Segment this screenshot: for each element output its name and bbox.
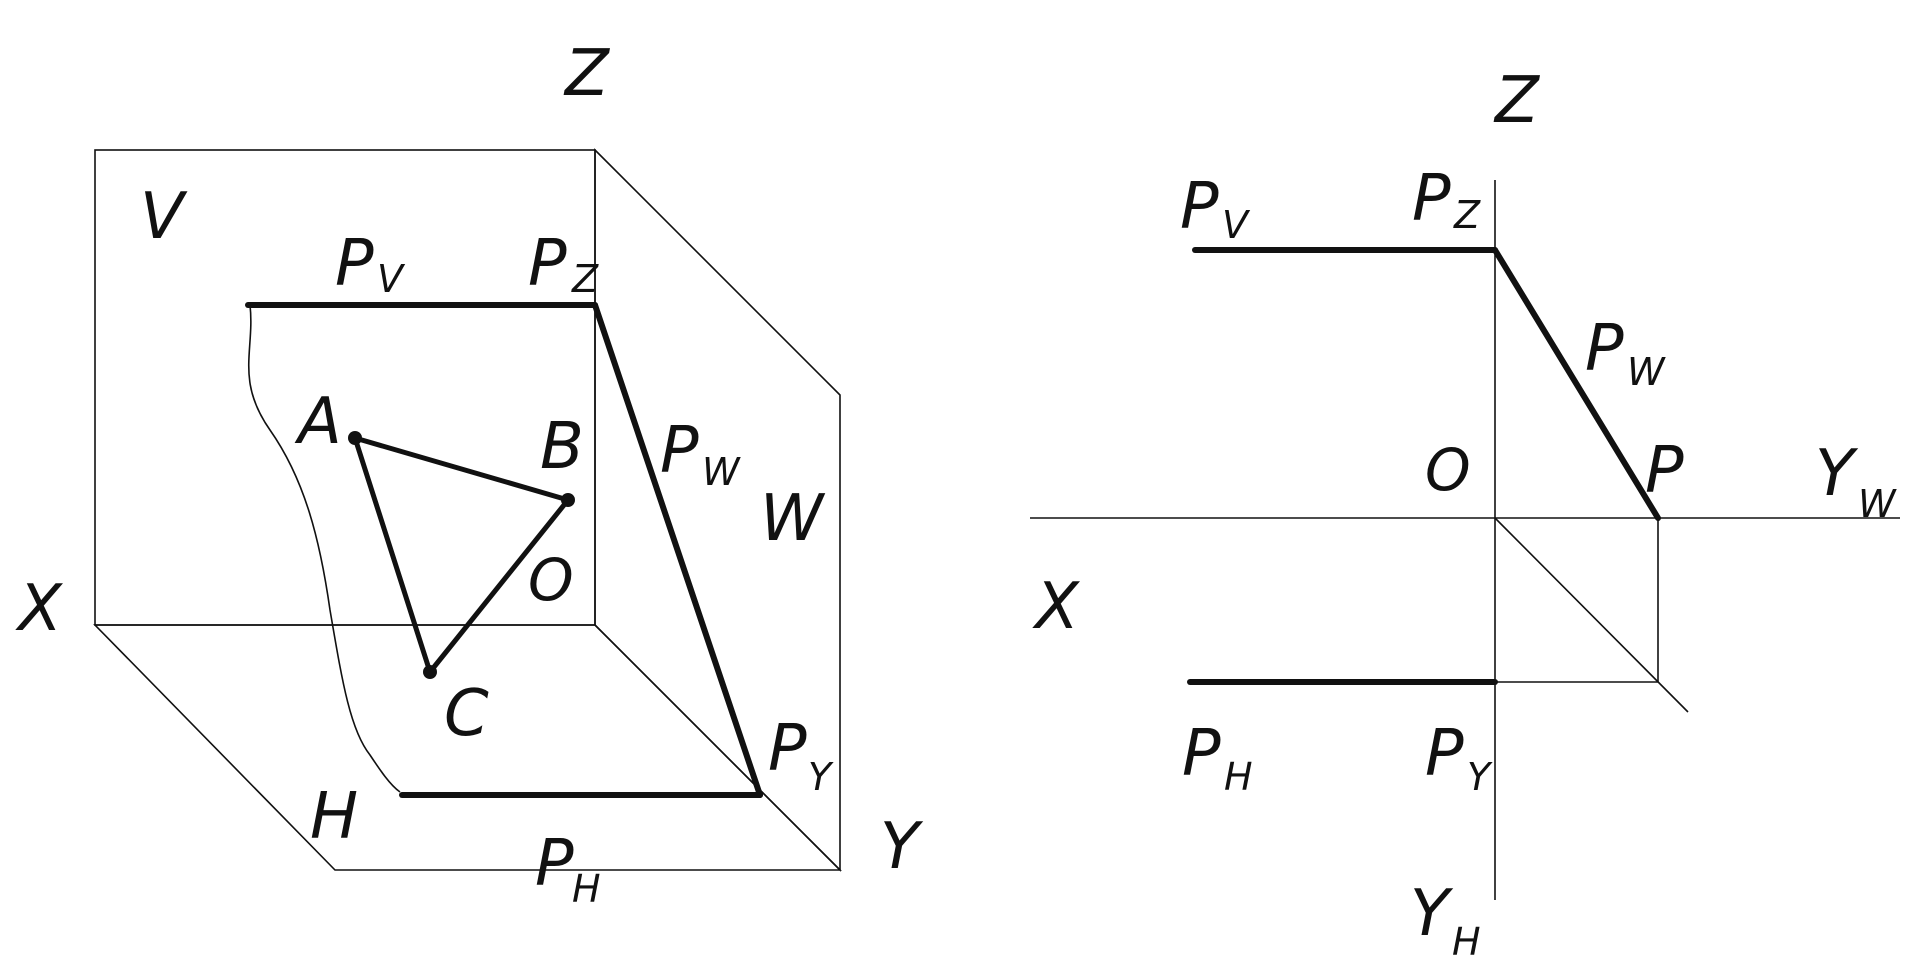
point-c-dot xyxy=(423,665,437,679)
svg-text:V: V xyxy=(377,257,406,301)
svg-text:Y: Y xyxy=(1467,755,1493,799)
svg-text:W: W xyxy=(702,450,741,494)
left-trace-ph-label: P H xyxy=(535,827,601,911)
left-trace-pw-label: P W xyxy=(660,414,741,494)
svg-text:Z: Z xyxy=(571,257,599,301)
plane-p-cut-edge xyxy=(247,304,401,793)
left-trace-pz-label: P Z xyxy=(528,227,599,301)
point-a-label: A xyxy=(294,385,342,459)
svg-text:Y: Y xyxy=(808,755,834,799)
svg-text:P: P xyxy=(1412,162,1451,236)
point-p-label: P xyxy=(1645,434,1684,508)
svg-text:P: P xyxy=(1585,312,1624,386)
svg-text:H: H xyxy=(1224,755,1253,799)
left-origin-label: O xyxy=(528,546,574,614)
svg-text:P: P xyxy=(768,712,807,786)
left-trace-pv-label: P V xyxy=(335,227,406,301)
plane-h-label: H xyxy=(310,780,358,854)
right-axis-x-label: X xyxy=(1032,570,1080,644)
svg-text:P: P xyxy=(1425,717,1464,791)
svg-text:Y: Y xyxy=(1815,437,1859,511)
svg-text:P: P xyxy=(528,227,567,301)
left-trace-py-label: P Y xyxy=(768,712,834,799)
left-axis-z-label: Z xyxy=(563,37,610,111)
point-b-dot xyxy=(561,493,575,507)
right-trace-pw-label: P W xyxy=(1585,312,1666,394)
plane-h-outline xyxy=(93,624,842,871)
svg-text:P: P xyxy=(1182,717,1221,791)
svg-text:W: W xyxy=(1858,482,1897,526)
svg-text:P: P xyxy=(1180,170,1219,244)
svg-text:P: P xyxy=(535,827,574,901)
svg-text:H: H xyxy=(572,867,601,911)
trace-pw-line xyxy=(592,302,763,798)
left-axis-x-label: X xyxy=(15,572,63,646)
plane-v-label: V xyxy=(140,180,188,254)
axis-yw-label: Y W xyxy=(1815,437,1897,526)
right-trace-ph-label: P H xyxy=(1182,717,1253,799)
axis-yh-label: Y H xyxy=(1410,877,1481,964)
svg-text:W: W xyxy=(1627,350,1666,394)
construction-diagonal xyxy=(1494,517,1689,713)
right-trace-py-label: P Y xyxy=(1425,717,1493,799)
isometric-view: Z X Y V W H O A B C P V P Z P W P Y P H xyxy=(15,37,924,911)
plane-w-label: W xyxy=(760,482,826,556)
right-trace-pv-label: P V xyxy=(1180,170,1251,247)
svg-text:Z: Z xyxy=(1453,193,1481,237)
svg-text:V: V xyxy=(1222,203,1251,247)
point-a-dot xyxy=(348,431,362,445)
svg-text:Y: Y xyxy=(1410,877,1454,951)
orthographic-view: Z X O P Y W Y H P V P Z P W P H P Y xyxy=(1030,64,1900,964)
left-axis-y-label: Y xyxy=(880,810,924,884)
svg-text:H: H xyxy=(1452,920,1481,964)
right-trace-pz-label: P Z xyxy=(1412,162,1481,237)
point-c-label: C xyxy=(444,677,489,751)
trace-pw-line xyxy=(1492,247,1661,521)
right-origin-label: O xyxy=(1425,436,1471,504)
svg-text:P: P xyxy=(660,414,699,488)
right-axis-z-label: Z xyxy=(1493,64,1540,138)
point-b-label: B xyxy=(540,410,584,484)
svg-text:P: P xyxy=(335,227,374,301)
triangle-abc xyxy=(352,435,571,675)
